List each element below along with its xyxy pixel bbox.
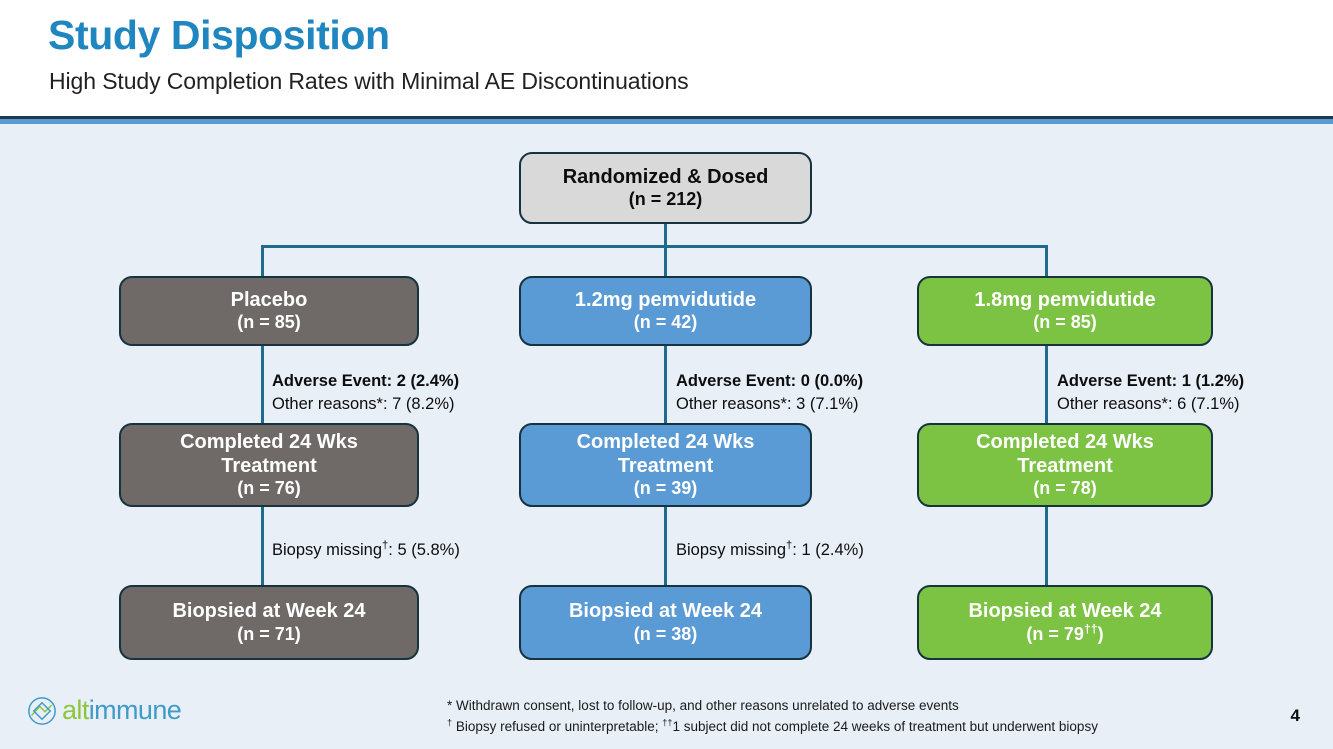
connector-1-2mg-l2-l3: [664, 507, 667, 605]
node-n: (n = 85): [237, 312, 301, 333]
annotation-1-2mg-biopsy-missing: Biopsy missing†: 1 (2.4%): [676, 539, 864, 562]
page-title: Study Disposition: [48, 12, 390, 58]
connector-1-8mg-l2-l3: [1045, 507, 1048, 605]
node-n-suffix: ): [691, 623, 698, 644]
annotation-adverse-event: Adverse Event: 2 (2.4%): [272, 372, 460, 390]
node-label-line1: Completed 24 Wks: [976, 430, 1154, 453]
connector-placebo-l1-l2: [261, 346, 264, 443]
node-label: Biopsied at Week 24: [172, 600, 366, 623]
node-1-2mg-pemvidutide[interactable]: 1.2mg pemvidutide (n = 42): [519, 276, 812, 346]
annotation-1-2mg-discontinuations: Adverse Event: 0 (0.0%) Other reasons*: …: [676, 370, 863, 416]
node-1-8mg-biopsied[interactable]: Biopsied at Week 24 (n = 79††): [917, 585, 1213, 660]
node-label-line1: Completed 24 Wks: [576, 430, 755, 453]
node-label-line2: Treatment: [1017, 455, 1113, 478]
connector-drop-1-8mg: [1045, 245, 1048, 276]
node-placebo-biopsied[interactable]: Biopsied at Week 24 (n = 71): [119, 585, 419, 660]
footnotes: * Withdrawn consent, lost to follow-up, …: [447, 696, 1098, 738]
page-number: 4: [1290, 706, 1300, 725]
footnote-double-dagger-text: 1 subject did not complete 24 weeks of t…: [672, 718, 1098, 734]
node-1-2mg-biopsied[interactable]: Biopsied at Week 24 (n = 38): [519, 585, 812, 660]
node-n-prefix: (n = 71: [237, 623, 295, 644]
node-n: (n = 71): [237, 624, 301, 646]
node-randomized-dosed[interactable]: Randomized & Dosed (n = 212): [519, 152, 812, 224]
node-n-suffix: ): [294, 623, 301, 644]
node-n: (n = 42): [633, 312, 698, 333]
node-label-line2: Treatment: [617, 455, 714, 478]
biopsy-missing-suffix: : 1 (2.4%): [792, 541, 864, 559]
node-n-prefix: (n = 79: [1026, 623, 1084, 644]
page-subtitle: High Study Completion Rates with Minimal…: [49, 68, 689, 94]
annotation-other-reasons: Other reasons*: 6 (7.1%): [1057, 394, 1240, 413]
node-n: (n = 78): [1033, 478, 1097, 499]
annotation-placebo-discontinuations: Adverse Event: 2 (2.4%) Other reasons*: …: [272, 370, 459, 416]
node-label-line2: Treatment: [221, 455, 317, 478]
altimmune-logo: altimmune: [27, 695, 182, 726]
node-label: Biopsied at Week 24: [568, 600, 763, 623]
node-1-8mg-pemvidutide[interactable]: 1.8mg pemvidutide (n = 85): [917, 276, 1213, 346]
node-n-suffix: ): [1097, 623, 1104, 644]
node-n: (n = 76): [237, 478, 301, 499]
node-n: (n = 212): [628, 189, 703, 210]
header-divider-dark: [0, 116, 1333, 119]
biopsy-missing-prefix: Biopsy missing: [272, 541, 383, 559]
connector-1-8mg-l1-l2: [1045, 346, 1048, 443]
annotation-placebo-biopsy-missing: Biopsy missing†: 5 (5.8%): [272, 539, 460, 562]
node-label: Biopsied at Week 24: [968, 600, 1162, 623]
footnote-dagger-marker: †: [447, 717, 453, 728]
node-1-2mg-completed[interactable]: Completed 24 Wks Treatment (n = 39): [519, 423, 812, 507]
node-label-line1: Completed 24 Wks: [180, 430, 358, 453]
node-placebo[interactable]: Placebo (n = 85): [119, 276, 419, 346]
annotation-other-reasons: Other reasons*: 3 (7.1%): [676, 394, 859, 413]
footnote-dagger: † Biopsy refused or uninterpretable; ††1…: [447, 717, 1098, 738]
dagger-marker: †: [382, 539, 389, 552]
node-n: (n = 85): [1033, 312, 1097, 333]
node-label: Randomized & Dosed: [562, 165, 769, 188]
connector-horizontal-bar: [261, 245, 1047, 248]
footnote-double-dagger-marker: ††: [662, 717, 673, 728]
connector-1-2mg-l1-l2: [664, 346, 667, 443]
logo-text-alt: alt: [62, 695, 89, 725]
diagram-canvas: Randomized & Dosed (n = 212) Placebo (n …: [0, 124, 1333, 749]
annotation-adverse-event: Adverse Event: 1 (1.2%): [1057, 372, 1245, 390]
connector-drop-placebo: [261, 245, 264, 276]
node-label: 1.2mg pemvidutide: [574, 288, 757, 311]
altimmune-wordmark: altimmune: [62, 695, 182, 726]
node-n-prefix: (n = 38: [633, 623, 692, 644]
node-label: 1.8mg pemvidutide: [974, 288, 1156, 311]
header-divider-blue: [0, 119, 1333, 124]
node-1-8mg-completed[interactable]: Completed 24 Wks Treatment (n = 78): [917, 423, 1213, 507]
node-placebo-completed[interactable]: Completed 24 Wks Treatment (n = 76): [119, 423, 419, 507]
annotation-adverse-event: Adverse Event: 0 (0.0%): [676, 372, 864, 390]
annotation-biopsy-missing: Biopsy missing†: 5 (5.8%): [272, 539, 460, 562]
node-n: (n = 39): [633, 478, 698, 499]
altimmune-mark-icon: [27, 696, 57, 726]
annotation-other-reasons: Other reasons*: 7 (8.2%): [272, 394, 455, 413]
biopsy-missing-prefix: Biopsy missing: [676, 541, 787, 559]
biopsy-missing-suffix: : 5 (5.8%): [388, 541, 460, 559]
node-n: (n = 79††): [1026, 621, 1104, 646]
annotation-biopsy-missing: Biopsy missing†: 1 (2.4%): [676, 539, 864, 562]
connector-drop-1-2mg: [664, 245, 667, 276]
footnote-asterisk: * Withdrawn consent, lost to follow-up, …: [447, 698, 959, 713]
annotation-1-8mg-discontinuations: Adverse Event: 1 (1.2%) Other reasons*: …: [1057, 370, 1244, 416]
dagger-marker: †: [786, 539, 793, 552]
footnote-dagger-text: Biopsy refused or uninterpretable;: [452, 718, 663, 734]
slide-header: Study Disposition High Study Completion …: [0, 0, 1333, 118]
node-n-sup: ††: [1083, 621, 1098, 636]
logo-text-immune: immune: [88, 695, 182, 725]
node-n: (n = 38): [634, 624, 698, 646]
connector-placebo-l2-l3: [261, 507, 264, 605]
node-label: Placebo: [230, 288, 308, 311]
